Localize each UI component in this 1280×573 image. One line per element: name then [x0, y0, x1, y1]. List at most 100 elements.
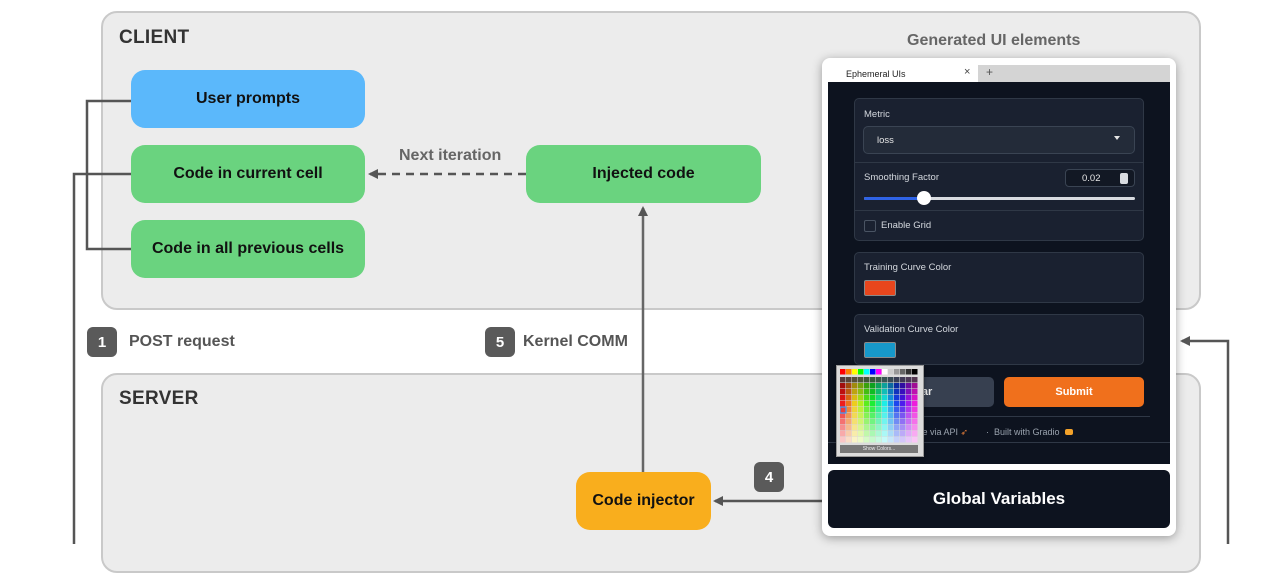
palette-swatch[interactable] — [858, 395, 864, 401]
show-colors-button[interactable]: Show Colors... — [840, 445, 918, 453]
palette-swatch[interactable] — [858, 407, 864, 413]
palette-swatch[interactable] — [870, 377, 876, 383]
palette-swatch[interactable] — [864, 413, 870, 419]
palette-swatch[interactable] — [900, 437, 906, 443]
palette-swatch[interactable] — [876, 369, 882, 375]
metric-dropdown[interactable]: loss — [863, 126, 1135, 154]
palette-swatch[interactable] — [888, 383, 894, 389]
palette-swatch[interactable] — [846, 419, 852, 425]
palette-swatch[interactable] — [870, 407, 876, 413]
palette-swatch[interactable] — [882, 369, 888, 375]
smoothing-number-input[interactable]: 0.02 — [1065, 169, 1135, 187]
palette-swatch[interactable] — [840, 407, 846, 413]
palette-swatch[interactable] — [852, 383, 858, 389]
palette-swatch[interactable] — [858, 377, 864, 383]
palette-swatch[interactable] — [894, 437, 900, 443]
palette-swatch[interactable] — [912, 425, 918, 431]
palette-swatch[interactable] — [912, 377, 918, 383]
palette-swatch[interactable] — [906, 395, 912, 401]
palette-swatch[interactable] — [840, 431, 846, 437]
palette-swatch[interactable] — [846, 413, 852, 419]
palette-swatch[interactable] — [912, 407, 918, 413]
palette-swatch[interactable] — [852, 369, 858, 375]
palette-swatch[interactable] — [852, 377, 858, 383]
palette-swatch[interactable] — [870, 431, 876, 437]
palette-swatch[interactable] — [900, 401, 906, 407]
palette-swatch[interactable] — [906, 377, 912, 383]
palette-swatch[interactable] — [912, 437, 918, 443]
palette-swatch[interactable] — [906, 369, 912, 375]
palette-swatch[interactable] — [900, 407, 906, 413]
palette-swatch[interactable] — [894, 383, 900, 389]
palette-swatch[interactable] — [840, 419, 846, 425]
palette-swatch[interactable] — [882, 425, 888, 431]
palette-swatch[interactable] — [858, 431, 864, 437]
palette-swatch[interactable] — [876, 389, 882, 395]
palette-swatch[interactable] — [846, 377, 852, 383]
palette-swatch[interactable] — [888, 431, 894, 437]
palette-swatch[interactable] — [888, 407, 894, 413]
palette-swatch[interactable] — [846, 383, 852, 389]
palette-swatch[interactable] — [912, 369, 918, 375]
palette-swatch[interactable] — [912, 419, 918, 425]
palette-swatch[interactable] — [882, 389, 888, 395]
palette-swatch[interactable] — [864, 407, 870, 413]
validation-color-swatch[interactable] — [864, 342, 896, 358]
palette-swatch[interactable] — [906, 425, 912, 431]
palette-swatch[interactable] — [900, 369, 906, 375]
palette-swatch[interactable] — [876, 377, 882, 383]
palette-swatch[interactable] — [864, 431, 870, 437]
palette-swatch[interactable] — [864, 425, 870, 431]
palette-swatch[interactable] — [888, 437, 894, 443]
palette-swatch[interactable] — [864, 437, 870, 443]
palette-swatch[interactable] — [894, 425, 900, 431]
smoothing-slider-track[interactable] — [864, 191, 1135, 205]
palette-swatch[interactable] — [870, 395, 876, 401]
palette-swatch[interactable] — [870, 383, 876, 389]
palette-swatch[interactable] — [906, 401, 912, 407]
palette-swatch[interactable] — [882, 437, 888, 443]
palette-swatch[interactable] — [870, 437, 876, 443]
palette-swatch[interactable] — [858, 389, 864, 395]
palette-swatch[interactable] — [840, 395, 846, 401]
palette-swatch[interactable] — [912, 401, 918, 407]
palette-swatch[interactable] — [852, 425, 858, 431]
palette-swatch[interactable] — [888, 389, 894, 395]
palette-swatch[interactable] — [906, 407, 912, 413]
palette-swatch[interactable] — [912, 395, 918, 401]
palette-swatch[interactable] — [846, 389, 852, 395]
submit-button[interactable]: Submit — [1004, 377, 1144, 407]
palette-swatch[interactable] — [906, 431, 912, 437]
palette-swatch[interactable] — [906, 437, 912, 443]
palette-swatch[interactable] — [912, 383, 918, 389]
palette-swatch[interactable] — [840, 369, 846, 375]
palette-swatch[interactable] — [852, 413, 858, 419]
palette-swatch[interactable] — [888, 419, 894, 425]
palette-swatch[interactable] — [852, 437, 858, 443]
palette-swatch[interactable] — [846, 437, 852, 443]
palette-swatch[interactable] — [900, 431, 906, 437]
color-palette-grid[interactable] — [840, 369, 920, 445]
palette-swatch[interactable] — [882, 431, 888, 437]
palette-swatch[interactable] — [912, 413, 918, 419]
palette-swatch[interactable] — [840, 413, 846, 419]
palette-swatch[interactable] — [846, 407, 852, 413]
palette-swatch[interactable] — [840, 377, 846, 383]
palette-swatch[interactable] — [858, 419, 864, 425]
footer-api-link[interactable]: se via API ➶ — [918, 427, 969, 437]
stepper-icon[interactable] — [1120, 173, 1128, 184]
palette-swatch[interactable] — [870, 425, 876, 431]
palette-swatch[interactable] — [888, 425, 894, 431]
palette-swatch[interactable] — [894, 389, 900, 395]
palette-swatch[interactable] — [876, 413, 882, 419]
palette-swatch[interactable] — [882, 395, 888, 401]
enable-grid-checkbox[interactable] — [864, 220, 876, 232]
palette-swatch[interactable] — [912, 431, 918, 437]
palette-swatch[interactable] — [840, 401, 846, 407]
palette-swatch[interactable] — [906, 383, 912, 389]
palette-swatch[interactable] — [894, 395, 900, 401]
palette-swatch[interactable] — [858, 437, 864, 443]
palette-swatch[interactable] — [882, 419, 888, 425]
palette-swatch[interactable] — [900, 425, 906, 431]
palette-swatch[interactable] — [870, 413, 876, 419]
